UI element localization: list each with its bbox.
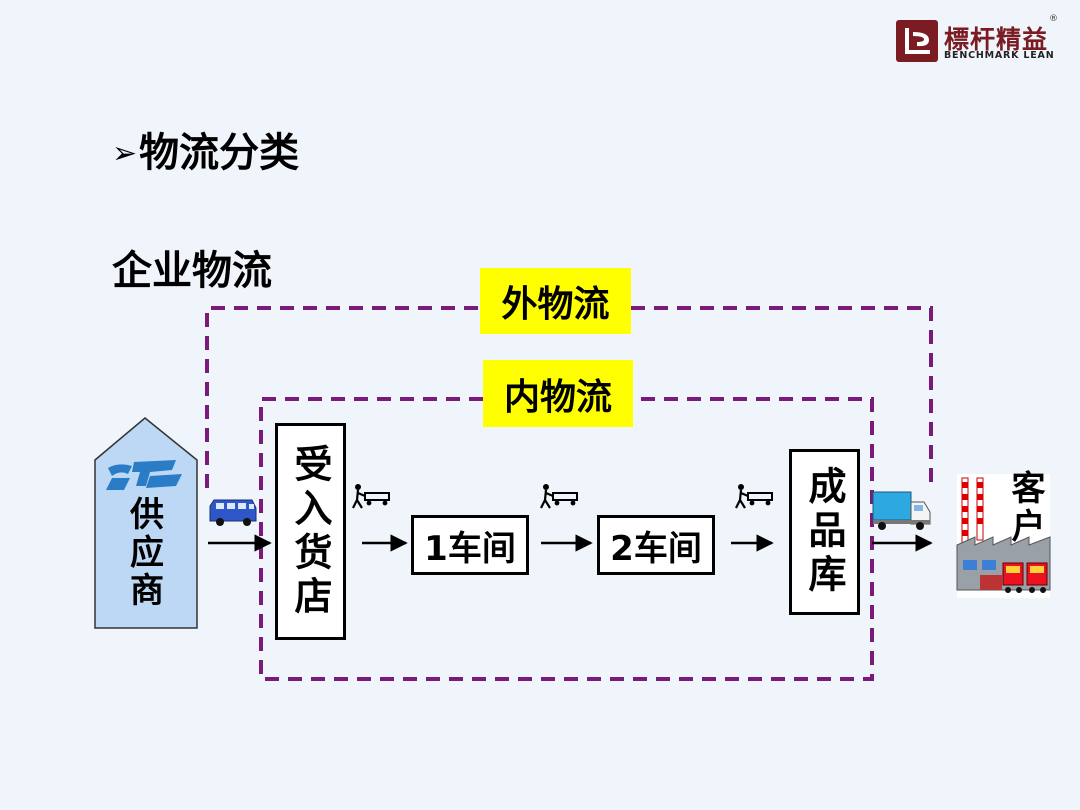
bullet-arrow-icon: ➢ xyxy=(112,136,138,171)
logo-name-cn: 標杆精益 xyxy=(944,25,1049,54)
supplier-logo-icon xyxy=(106,460,182,490)
hand-cart-worker-icon xyxy=(540,484,578,509)
customer-label: 客户 xyxy=(1005,470,1045,546)
hand-cart-worker-icon xyxy=(352,484,390,509)
section-subtitle: 企业物流 xyxy=(112,248,272,294)
finished-goods-warehouse-box: 成品库 xyxy=(789,449,860,615)
page-title: ➢物流分类 xyxy=(112,120,299,178)
hand-cart-worker-icon xyxy=(735,484,773,509)
inner-logistics-boundary xyxy=(259,397,874,681)
outer-logistics-boundary xyxy=(205,306,933,488)
outer-logistics-label: 外物流 xyxy=(480,268,631,334)
receiving-store-label: 受入货店 xyxy=(288,443,332,620)
logo-name-en: BENCHMARK LEAN xyxy=(944,50,1055,61)
finished-goods-label: 成品库 xyxy=(802,466,846,598)
workshop1-box: 1车间 xyxy=(411,515,529,575)
benchmark-lean-logo-icon xyxy=(896,20,938,62)
workshop1-label: 1车间 xyxy=(424,528,516,569)
supplier-label: 供应商 xyxy=(123,496,164,610)
receiving-store-box: 受入货店 xyxy=(275,423,346,640)
registered-mark: ® xyxy=(1049,14,1058,24)
van-icon xyxy=(209,499,257,526)
truck-icon xyxy=(872,491,931,530)
inner-logistics-label: 内物流 xyxy=(483,360,633,427)
factory-icon xyxy=(956,474,1051,598)
page-title-text: 物流分类 xyxy=(139,130,300,176)
workshop2-label: 2车间 xyxy=(610,528,702,569)
workshop2-box: 2车间 xyxy=(597,515,715,575)
